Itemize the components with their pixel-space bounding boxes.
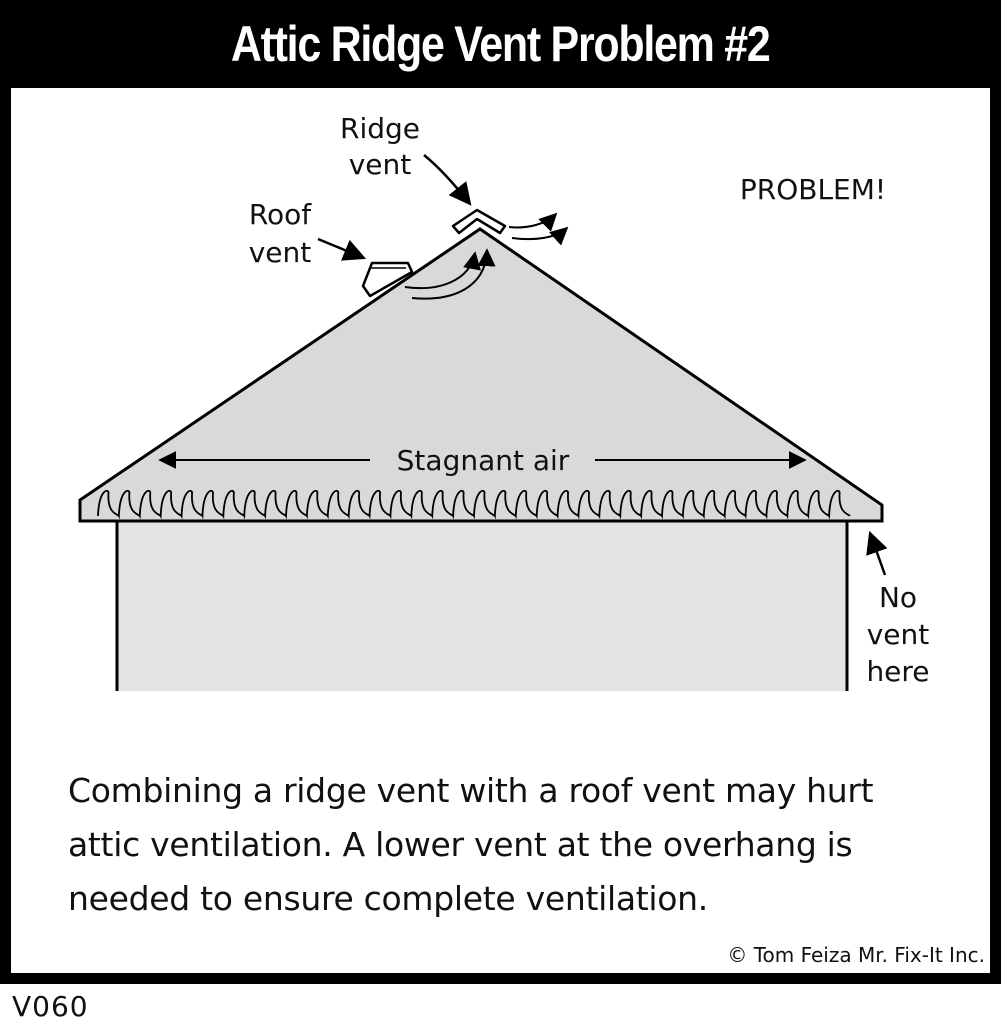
caption: Combining a ridge vent with a roof vent … <box>68 764 968 926</box>
airflow-arrow-1 <box>404 251 481 289</box>
airflow-arrow-2 <box>411 248 496 300</box>
ridge-vent-label-line1: Ridge <box>340 112 420 145</box>
ridge-vent <box>451 208 507 235</box>
no-vent-label-line2: vent <box>867 618 930 651</box>
copyright-notice: © Tom Feiza Mr. Fix-It Inc. <box>727 943 985 967</box>
outflow-arrow-2 <box>511 226 569 246</box>
ridge-vent-pointer <box>423 154 472 206</box>
house-wall <box>116 521 848 691</box>
caption-line-1: Combining a ridge vent with a roof vent … <box>68 771 874 810</box>
no-vent-pointer <box>866 530 888 576</box>
caption-line-3: needed to ensure complete ventilation. <box>68 879 708 918</box>
roof-vent-label-line1: Roof <box>249 198 312 231</box>
caption-line-2: attic ventilation. A lower vent at the o… <box>68 825 853 864</box>
illustration-code: V060 <box>12 990 89 1023</box>
roof-vent-pointer <box>317 237 367 261</box>
title-bar: Attic Ridge Vent Problem #2 <box>0 0 1001 88</box>
outflow-arrow-1 <box>508 212 558 232</box>
no-vent-label-line1: No <box>879 581 917 614</box>
roof-vent <box>361 261 414 298</box>
title: Attic Ridge Vent Problem #2 <box>231 16 771 72</box>
problem-label: PROBLEM! <box>740 173 886 206</box>
no-vent-label-line3: here <box>866 655 929 688</box>
roof-vent-label-line2: vent <box>249 236 312 269</box>
insulation <box>97 490 851 520</box>
stagnant-air-label: Stagnant air <box>397 444 570 477</box>
ridge-vent-label-line2: vent <box>349 148 412 181</box>
